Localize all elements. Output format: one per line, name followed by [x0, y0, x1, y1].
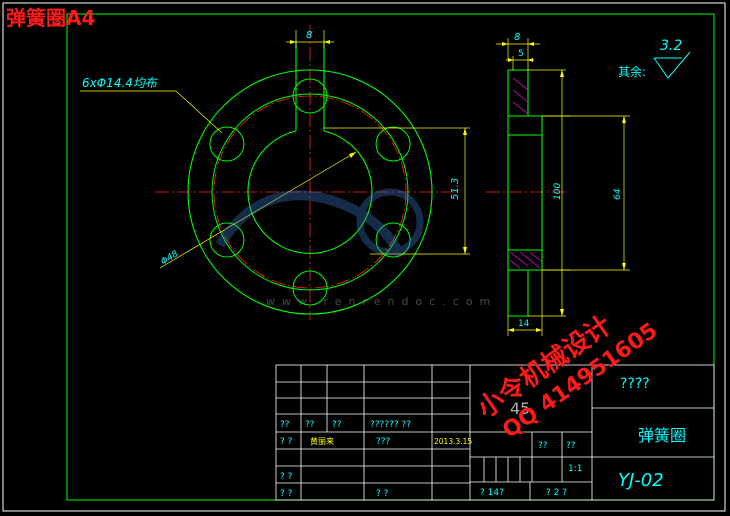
tb-material: 45 — [510, 399, 530, 418]
tb-row-c-0: ? ? — [280, 472, 293, 482]
front-view: 8 6xΦ14.4均布 51.3 Φ48 — [80, 25, 470, 320]
dim-14: 14 — [518, 319, 530, 329]
bolt-hole — [209, 126, 245, 162]
tb-row-d-0: ? ? — [280, 489, 293, 499]
tb-row-a-3: ?????? ?? — [370, 420, 411, 430]
bolt-hole — [375, 126, 411, 162]
bolt-hole — [375, 222, 411, 258]
tb-sheets-1: ? 2 ? — [546, 488, 567, 498]
tb-qty-0: ?? — [538, 441, 548, 451]
tb-row-b-0: ? ? — [280, 437, 293, 447]
tb-scale: 1:1 — [568, 464, 582, 474]
bolt-hole — [209, 222, 245, 258]
tb-part-name: 弹簧圈 — [638, 426, 686, 445]
dim-100: 100 — [553, 183, 563, 200]
dim-64: 64 — [613, 188, 623, 200]
tb-row-a-2: ?? — [332, 420, 342, 430]
tb-top-right: ???? — [620, 376, 650, 392]
overlay-stamp: 小令机械设计 QQ 414951605 — [472, 310, 663, 444]
tb-row-b-2: ??? — [376, 437, 391, 447]
tb-row-a-0: ?? — [280, 420, 290, 430]
dim-d48: Φ48 — [159, 249, 180, 267]
dim-51-3: 51.3 — [450, 178, 461, 200]
roughness-symbol: 其余: 3.2 — [618, 38, 691, 79]
watermark: www.renrendoc.com — [215, 188, 497, 308]
bolt-hole — [292, 78, 328, 114]
title-block-text: ???? 45 弹簧圈 YJ-02 1:1 ?? ?? ?? ?????? ??… — [280, 376, 686, 499]
watermark-site: www.renrendoc.com — [266, 295, 497, 308]
roughness-label: 其余: — [618, 64, 646, 79]
dim-8-side: 8 — [514, 32, 520, 43]
sheet-title: 弹簧圈A4 — [6, 6, 96, 30]
tb-row-b-3: 2013.3.15 — [434, 437, 472, 446]
holes-note: 6xΦ14.4均布 — [82, 76, 159, 90]
side-view: 8 5 100 64 14 — [486, 32, 630, 336]
title-block — [275, 364, 715, 501]
tb-row-b-1: 黄丽来 — [310, 436, 334, 446]
tb-sheets-0: ? 14? — [480, 488, 504, 498]
dim-5: 5 — [518, 49, 524, 59]
tb-drawing-no: YJ-02 — [618, 470, 664, 491]
tb-row-d-1: ? ? — [376, 489, 389, 499]
roughness-value: 3.2 — [660, 38, 682, 54]
dim-8-top: 8 — [306, 30, 312, 41]
tb-row-a-1: ?? — [305, 420, 315, 430]
bolt-hole — [292, 270, 328, 306]
tb-qty-1: ?? — [566, 441, 576, 451]
